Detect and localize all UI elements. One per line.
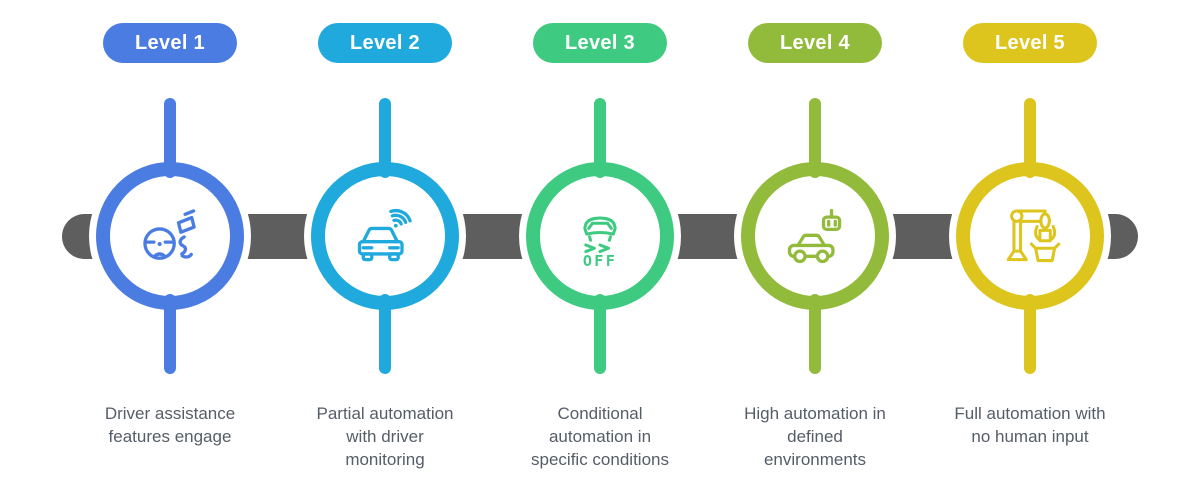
level-3-stem-bottom <box>594 294 606 374</box>
connected-car-icon <box>351 202 419 270</box>
level-4-caption: High automation in defined environments <box>744 404 886 469</box>
level-5-stem-bottom <box>1024 294 1036 374</box>
level-1-badge: Level 1 <box>103 23 237 63</box>
robot-car-icon <box>781 202 849 270</box>
level-3-column: Level 3 OFF Conditional automation in sp… <box>500 0 700 486</box>
level-4-stem-bottom <box>809 294 821 374</box>
level-2-column: Level 2 Partial automation with driver m… <box>285 0 485 486</box>
level-2-stem-top <box>379 98 391 178</box>
level-1-stem-bottom <box>164 294 176 374</box>
level-3-caption: Conditional automation in specific condi… <box>531 404 669 469</box>
level-1-circle <box>96 162 244 310</box>
level-1-caption: Driver assistance features engage <box>104 404 236 446</box>
level-5-caption: Full automation with no human input <box>954 404 1106 446</box>
level-3-badge: Level 3 <box>533 23 667 63</box>
esc-off-label: OFF <box>583 252 617 270</box>
level-4-stem-top <box>809 98 821 178</box>
stability-control-off-icon: OFF <box>566 202 634 270</box>
level-1-column: Level 1 Driver assistance features engag… <box>70 0 270 486</box>
level-4-column: Level 4 High automation in defined envir… <box>715 0 915 486</box>
level-4-badge: Level 4 <box>748 23 882 63</box>
level-5-column: Level 5 Full automation with no human in… <box>930 0 1130 486</box>
level-2-stem-bottom <box>379 294 391 374</box>
level-5-badge: Level 5 <box>963 23 1097 63</box>
level-2-badge: Level 2 <box>318 23 452 63</box>
level-5-stem-top <box>1024 98 1036 178</box>
level-3-stem-top <box>594 98 606 178</box>
steering-wheel-mirror-icon <box>136 202 204 270</box>
level-2-caption: Partial automation with driver monitorin… <box>316 404 454 469</box>
level-1-stem-top <box>164 98 176 178</box>
robotic-arm-packing-icon <box>996 202 1064 270</box>
